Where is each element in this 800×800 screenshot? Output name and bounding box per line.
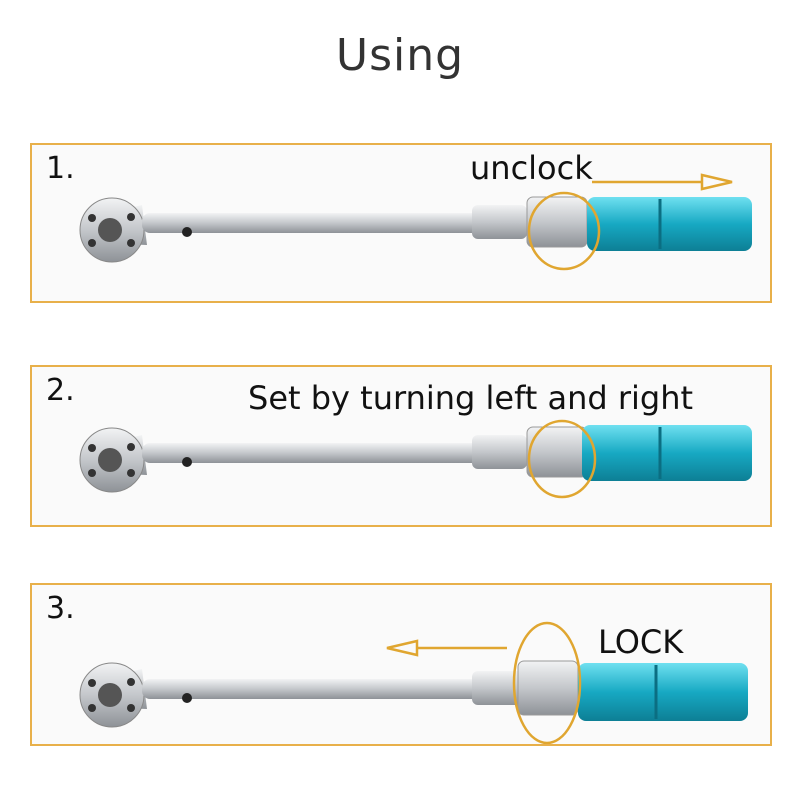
step-panel-2: 2. Set by turning left and right (30, 365, 772, 527)
step-panel-3: 3. LOCK (30, 583, 772, 746)
step-number: 1. (46, 151, 75, 186)
step-number: 3. (46, 591, 75, 626)
torque-wrench-image-2 (79, 419, 752, 499)
torque-wrench-image-1 (79, 173, 752, 271)
step-caption: unclock (470, 149, 593, 187)
step-panel-1: 1. unclock (30, 143, 772, 303)
torque-wrench-image-3 (79, 621, 748, 744)
step-caption: Set by turning left and right (248, 379, 694, 417)
step-number: 2. (46, 373, 75, 408)
step-caption: LOCK (598, 623, 684, 661)
page-title: Using (335, 30, 465, 81)
